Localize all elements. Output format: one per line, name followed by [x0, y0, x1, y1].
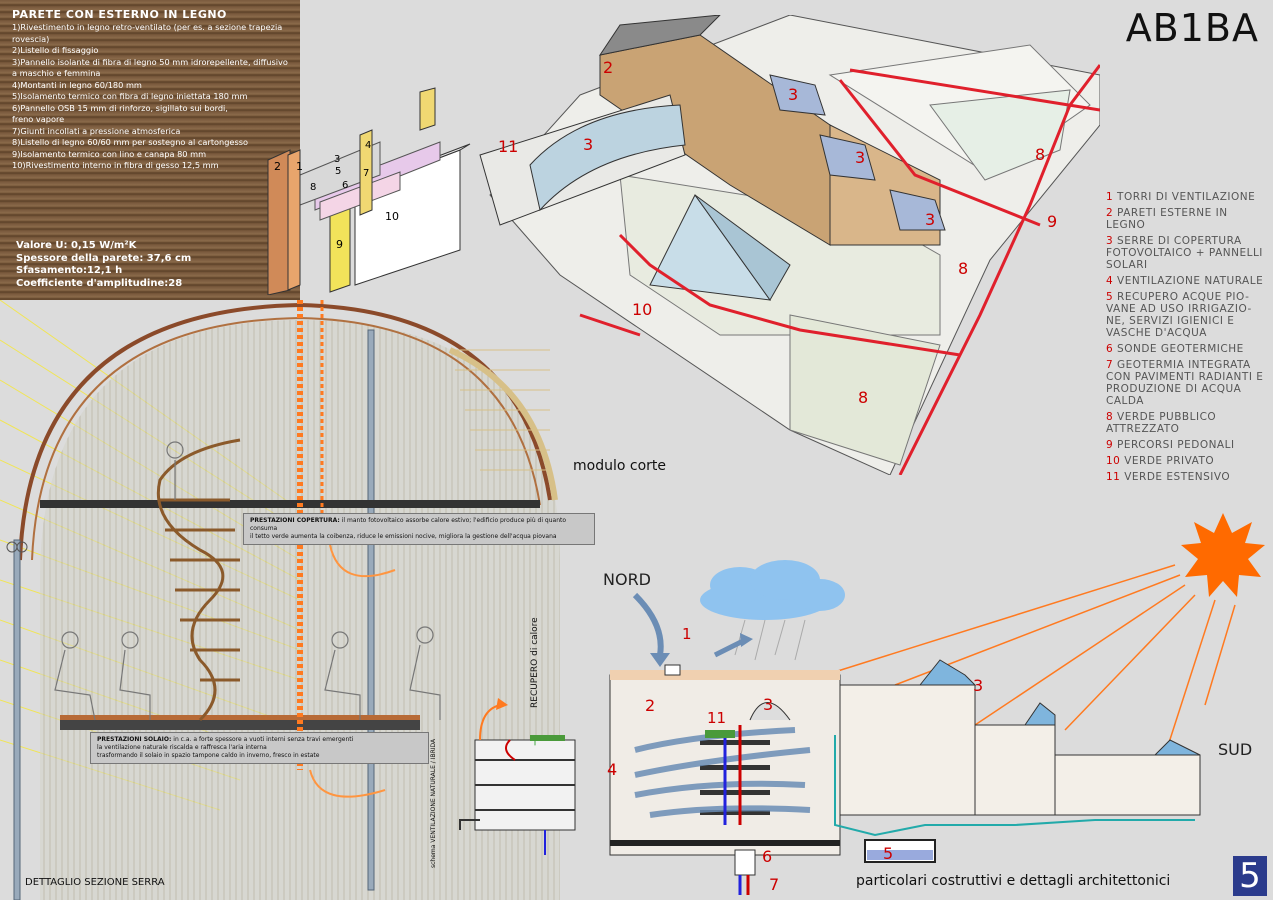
section-label-6: 6 [762, 847, 772, 866]
ventilation-schema [459, 698, 576, 855]
floor-slab [60, 720, 420, 730]
floor-performance-box: PRESTAZIONI SOLAIO: in c.a. a forte spes… [90, 732, 429, 764]
page-number-badge: 5 [1233, 856, 1267, 896]
wall-spec-line: 5)Isolamento termico con fibra di legno … [12, 91, 248, 101]
solar-section: 1 2 3 3 4 5 6 7 11 [607, 513, 1265, 895]
legend-item: 11 VERDE ESTENSIVO [1106, 471, 1231, 483]
wall-spec-line: rovescia) [12, 33, 50, 44]
axon-label-10: 10 [632, 300, 652, 319]
amplitude-coefficient: Coefficiente d'amplitudine:28 [16, 277, 183, 289]
wall-spec-line: 4)Montanti in legno 60/180 mm [12, 79, 142, 90]
wood-cladding-panel [0, 0, 300, 300]
axon-label-3: 3 [583, 135, 593, 154]
wall-layer-number: 4 [365, 140, 371, 151]
footer-title: particolari costruttivi e dettagli archi… [856, 873, 1171, 889]
layer-2-batten [287, 149, 301, 291]
axon-label-2: 2 [603, 58, 613, 77]
section-label-4: 4 [607, 760, 617, 779]
axon-label-3: 3 [855, 148, 865, 167]
wall-layer-number: 7 [363, 168, 369, 179]
wall-spec-line: a maschio e femmina [12, 68, 101, 78]
section-label-3: 3 [763, 695, 773, 714]
legend-item: 1 TORRI DI VENTILAZIONE [1106, 191, 1256, 203]
section-building-right [839, 684, 976, 816]
wall-layer-number: 10 [385, 210, 399, 223]
wall-spec-list: 1)Rivestimento in legno retro-ventilato … [12, 22, 302, 172]
section-label-11: 11 [707, 709, 726, 727]
wall-spec-line: 3)Pannello isolante di fibra di legno 50… [12, 56, 288, 67]
brand-logo: AB1BA [1125, 6, 1259, 50]
roof-slab [40, 500, 540, 508]
axon-label-11: 11 [498, 137, 518, 156]
u-value: Valore U: 0,15 W/m²K [16, 240, 137, 251]
legend-item: 9 PERCORSI PEDONALI [1106, 439, 1235, 451]
wall-layer-number: 8 [310, 182, 316, 193]
layer-4-stud [359, 129, 373, 216]
wall-layer-number: 3 [334, 154, 340, 165]
legend-item: 5 RECUPERO ACQUE PIO-VANE AD USO IRRIGAZ… [1106, 291, 1252, 339]
layer-1-cladding [267, 149, 291, 295]
section-label-3: 3 [973, 676, 983, 695]
wall-spec-line: 9)Isolamento termico con lino e canapa 8… [12, 148, 207, 159]
axon-label-8: 8 [1035, 145, 1045, 164]
wall-thermal-values: Valore U: 0,15 W/m²K Spessore della pare… [16, 240, 191, 290]
phase-shift: Sfasamento:12,1 h [16, 265, 123, 276]
wall-spec-line: freno vapore [12, 114, 65, 124]
roof-performance-box: PRESTAZIONI COPERTURA: il manto fotovolt… [243, 513, 595, 545]
wall-spec-line: 8)Listello di legno 60/60 mm per sostegn… [12, 137, 249, 147]
court-module-axonometric: 2 3 3 3 3 11 8 8 8 9 10 [479, 15, 1100, 475]
legend-item: 3 SERRE DI COPERTURA FOTOVOLTAICO + PANN… [1106, 235, 1263, 271]
wall-spec-line: 1)Rivestimento in legno retro-ventilato … [12, 22, 283, 32]
sun-icon [1181, 513, 1265, 597]
rainwater-pipe [834, 735, 1195, 837]
wall-spec-line: 7)Giunti incollati a pressione atmosferi… [12, 125, 181, 136]
wall-layer-number: 2 [274, 160, 281, 173]
section-label-5: 5 [883, 844, 893, 863]
legend-item: 4 VENTILAZIONE NATURALE [1106, 275, 1264, 287]
axon-label-9: 9 [1047, 212, 1057, 231]
wall-layer-number: 1 [296, 160, 303, 173]
section-label-2: 2 [645, 696, 655, 715]
axon-label-8: 8 [858, 388, 868, 407]
wall-spec-line: 2)Listello di fissaggio [12, 45, 99, 55]
wall-layer-number: 5 [335, 166, 341, 177]
section-label-1: 1 [682, 625, 692, 643]
wall-spec-line: 10)Rivestimento interno in fibra di gess… [12, 160, 219, 170]
legend-item: 8 VERDE PUBBLICO ATTREZZATO [1106, 411, 1217, 435]
legend-item: 7 GEOTERMIA INTEGRATA CON PAVIMENTI RADI… [1106, 359, 1264, 407]
legend-item: 6 SONDE GEOTERMICHE [1106, 343, 1244, 355]
wall-thickness: Spessore della parete: 37,6 cm [16, 252, 192, 264]
legend-item: 10 VERDE PRIVATO [1106, 455, 1215, 467]
south-label: SUD [1218, 740, 1253, 759]
axon-label-8: 8 [958, 259, 968, 278]
geothermal-probe [734, 849, 756, 876]
wall-spec-line: 6)Pannello OSB 15 mm di rinforzo, sigill… [12, 102, 228, 113]
pedestrian-path [849, 68, 1100, 112]
axon-label-3: 3 [925, 210, 935, 229]
ventilation-schema-label: schema VENTILAZIONE NATURALE / IBRIDA [430, 738, 437, 868]
north-label: NORD [603, 570, 651, 589]
heat-recovery-label: RECUPERO di calore [530, 617, 540, 708]
legend: 1 TORRI DI VENTILAZIONE 2 PARETI ESTERNE… [1106, 191, 1266, 487]
spiral-stair [156, 438, 241, 722]
greenhouse-section-title: DETTAGLIO SEZIONE SERRA [25, 877, 165, 888]
wall-layer-number: 9 [336, 238, 343, 251]
wall-layers-axonometric: 1 2 3 4 5 6 7 8 9 10 [267, 87, 471, 295]
axon-label-3: 3 [788, 85, 798, 104]
wall-detail-title: PARETE CON ESTERNO IN LEGNO [12, 8, 227, 21]
court-module-label: modulo corte [573, 458, 666, 474]
wall-layer-number: 6 [342, 180, 348, 191]
legend-item: 2 PARETI ESTERNE IN LEGNO [1106, 207, 1228, 231]
section-label-7: 7 [769, 875, 779, 894]
cloud-icon [700, 560, 845, 620]
